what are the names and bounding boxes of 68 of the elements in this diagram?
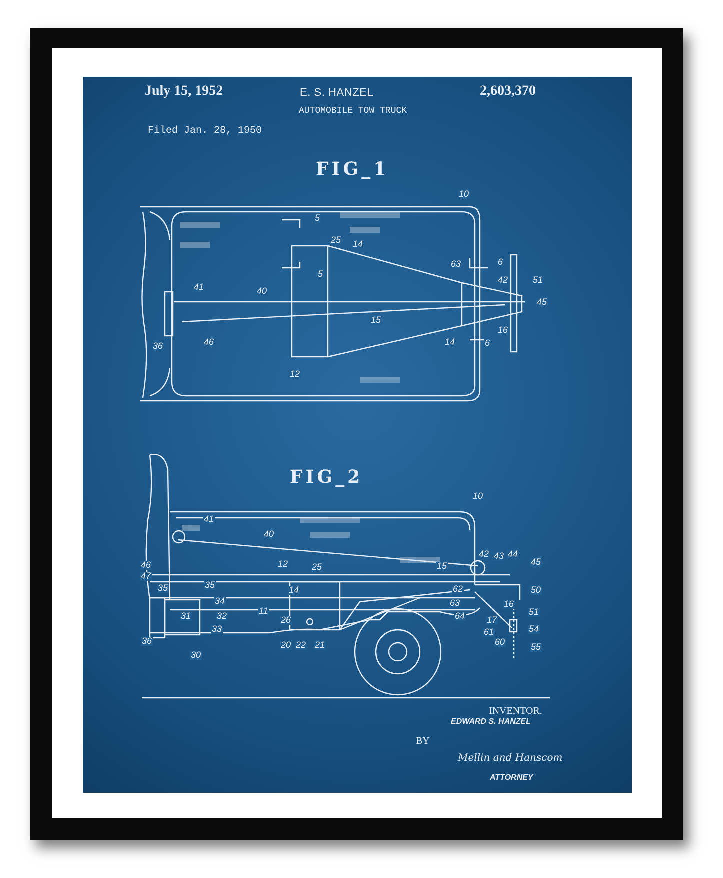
callout-number: 10	[458, 190, 470, 199]
callout-number: 61	[483, 628, 496, 637]
callout-number: 41	[203, 515, 216, 524]
callout-number: 26	[280, 616, 292, 625]
callout-number: 41	[193, 283, 206, 292]
callout-number: 14	[352, 240, 364, 249]
callout-number: 6	[484, 339, 492, 348]
callout-number: 63	[449, 599, 462, 608]
callout-number: 15	[436, 562, 448, 571]
inventor-label: BY	[416, 735, 430, 749]
callout-number: 46	[140, 561, 152, 570]
callout-number: 50	[530, 586, 542, 595]
inventor-name: EDWARD S. HANZEL	[451, 716, 531, 728]
callout-number: 40	[256, 287, 268, 296]
filing-date: Filed Jan. 28, 1950	[148, 124, 262, 139]
patent-number: 2,603,370	[480, 83, 536, 101]
attorney-label: ATTORNEY	[490, 772, 534, 784]
callout-number: 14	[288, 586, 300, 595]
callout-number: 42	[478, 550, 490, 559]
callout-number: 44	[507, 550, 520, 559]
callout-number: 42	[497, 276, 510, 285]
callout-number: 5	[317, 270, 324, 279]
callout-number: 54	[528, 625, 540, 634]
callout-number: 43	[493, 552, 506, 561]
callout-number: 35	[204, 581, 216, 590]
callout-number: 62	[452, 585, 464, 594]
callout-number: 25	[330, 236, 342, 245]
callout-number: 17	[486, 616, 498, 625]
callout-number: 34	[214, 597, 226, 606]
callout-number: 12	[289, 370, 302, 379]
callout-number: 11	[258, 607, 270, 616]
callout-number: 10	[472, 492, 484, 501]
callout-number: 51	[532, 276, 544, 285]
callout-number: 15	[370, 316, 382, 325]
callout-number: 16	[497, 326, 510, 335]
figure-heading: FIG_1	[316, 158, 390, 182]
callout-number: 16	[503, 600, 516, 609]
callout-number: 20	[280, 641, 292, 650]
callout-number: 40	[263, 530, 276, 539]
callout-number: 6	[497, 258, 504, 267]
callout-number: 45	[536, 298, 548, 307]
callout-number: 12	[277, 560, 290, 569]
callout-number: 14	[444, 338, 456, 347]
callout-number: 21	[314, 641, 326, 650]
signature: Mellin and Hanscom	[458, 752, 563, 766]
callout-number: 55	[530, 643, 542, 652]
callout-number: 47	[140, 572, 152, 581]
callout-number: 35	[157, 584, 170, 593]
date-text: July 15, 1952	[145, 83, 224, 101]
callout-number: 36	[152, 342, 164, 351]
callout-number: 51	[528, 608, 540, 617]
callout-number: 64	[454, 612, 466, 621]
callout-number: 25	[311, 563, 324, 572]
callout-number: 63	[450, 260, 462, 269]
callout-number: 31	[180, 612, 192, 621]
title-text: AUTOMOBILE TOW TRUCK	[299, 105, 408, 118]
callout-number: 33	[211, 625, 224, 634]
callout-number: 36	[141, 637, 154, 646]
callout-number: 45	[530, 558, 542, 567]
callout-number: 5	[314, 214, 322, 223]
callout-number: 60	[494, 638, 506, 647]
callout-number: 22	[295, 641, 308, 650]
inventor-label: INVENTOR.	[489, 705, 542, 718]
inventor-name: E. S. HANZEL	[300, 86, 374, 101]
figure-heading: FIG_2	[290, 466, 364, 490]
callout-number: 46	[203, 338, 216, 347]
callout-number: 30	[190, 651, 202, 660]
callout-number: 32	[216, 612, 228, 621]
